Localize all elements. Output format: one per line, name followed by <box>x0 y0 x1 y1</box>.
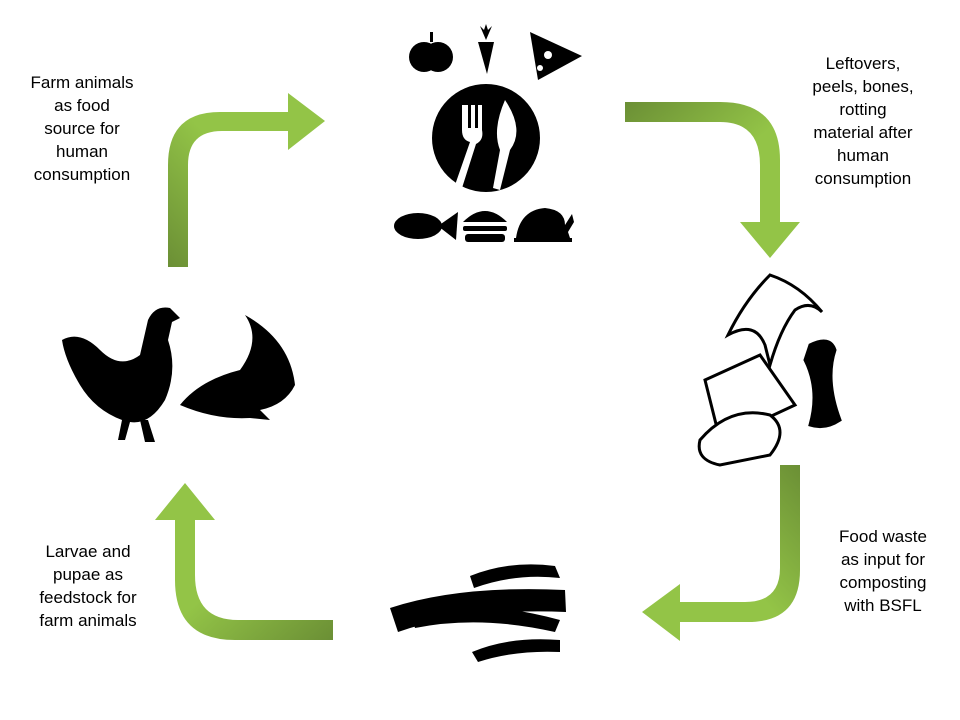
arrow-larvae-to-animals <box>155 483 333 640</box>
arrow-animals-to-food <box>168 93 325 267</box>
label-food-waste: Food waste as input for composting with … <box>839 527 927 615</box>
larvae-icon <box>390 564 566 662</box>
label-farm-animals: Farm animals as food source for human co… <box>30 73 134 184</box>
apple-icon <box>409 32 453 72</box>
burger-icon <box>463 211 507 242</box>
arrow-waste-to-larvae <box>642 465 800 641</box>
food-waste-icon <box>697 273 842 467</box>
carrot-icon <box>478 24 494 74</box>
fish-large-icon <box>180 315 295 420</box>
label-leftovers: Leftovers, peels, bones, rotting materia… <box>812 54 914 188</box>
arrow-food-to-waste <box>625 102 800 258</box>
fish-small-icon <box>394 212 458 240</box>
plate-cutlery-icon <box>432 84 540 192</box>
label-larvae: Larvae and pupae as feedstock for farm a… <box>39 542 137 630</box>
roast-chicken-icon <box>514 208 574 242</box>
hen-icon <box>62 307 180 442</box>
pizza-slice-icon <box>530 32 582 80</box>
